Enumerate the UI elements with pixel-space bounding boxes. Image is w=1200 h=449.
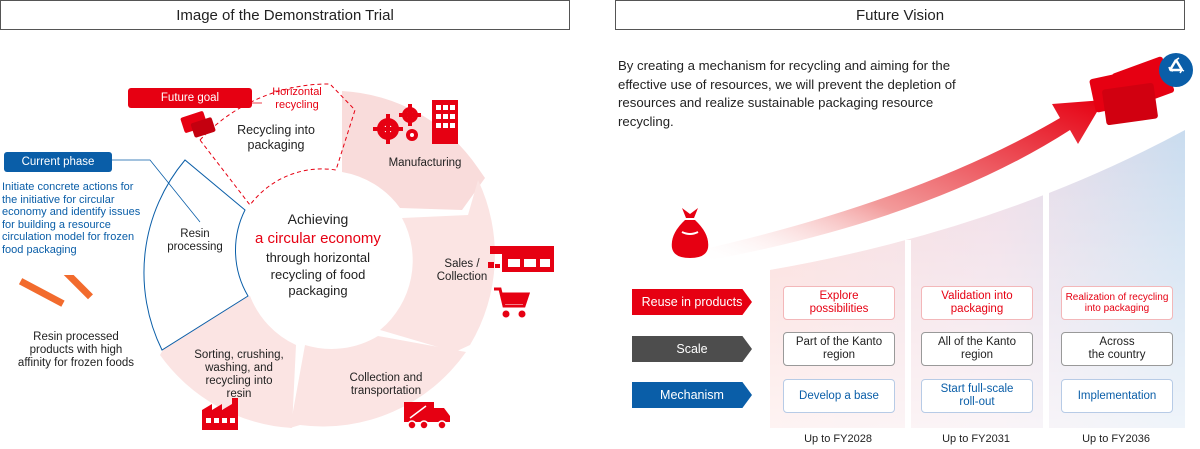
truck-icon: [404, 402, 450, 430]
cell-scale-fy2031: All of the Kanto region: [921, 332, 1033, 366]
ring-segment-resin: [143, 159, 249, 351]
current-phase-connector: [112, 159, 201, 223]
circular-diagram: [112, 83, 495, 428]
cell-mechanism-fy2028: Develop a base: [783, 379, 895, 413]
packaging-icon-large: [1089, 56, 1175, 126]
sorting-label: Sorting, crushing, washing, and recyclin…: [194, 349, 284, 400]
cell-reuse-fy2031: Validation into packaging: [921, 286, 1033, 320]
shop-icon: [488, 246, 554, 272]
cart-icon: [494, 287, 530, 318]
right-panel-header: Future Vision: [615, 0, 1185, 30]
horizontal-recycling-label: Horizontal recycling: [272, 86, 322, 111]
center-line2: a circular economy: [255, 230, 381, 247]
building-icon: [432, 100, 458, 144]
row-scale-tag: Scale: [632, 336, 752, 362]
recycle-icon: [1159, 53, 1193, 87]
gears-icon: [373, 104, 421, 144]
cell-scale-fy2036: Across the country: [1061, 332, 1173, 366]
collection-transportation-label: Collection and transportation: [349, 372, 423, 397]
future-goal-tag: Future goal: [128, 88, 252, 108]
current-phase-text: Initiate concrete actions for the initia…: [2, 181, 141, 256]
resin-products-label: Resin processed products with high affin…: [17, 331, 135, 369]
center-line1: Achieving: [287, 211, 349, 227]
row-reuse-tag: Reuse in products: [632, 289, 752, 315]
manufacturing-label: Manufacturing: [388, 157, 462, 169]
cell-reuse-fy2036: Realization of recycling into packaging: [1061, 286, 1173, 320]
period-fy2036: Up to FY2036: [1082, 433, 1150, 445]
sales-collection-label: Sales / Collection: [436, 258, 488, 283]
row-mechanism-tag: Mechanism: [632, 382, 752, 408]
left-panel-header: Image of the Demonstration Trial: [0, 0, 570, 30]
factory-icon: [202, 398, 238, 430]
row-mechanism-label: Mechanism: [660, 388, 724, 402]
vision-description: By creating a mechanism for recycling an…: [618, 58, 956, 129]
period-fy2031: Up to FY2031: [942, 433, 1010, 445]
row-scale-label: Scale: [676, 342, 708, 356]
current-phase-tag: Current phase: [4, 152, 112, 172]
center-line3: through horizontal recycling of food pac…: [265, 250, 371, 298]
cell-scale-fy2028: Part of the Kanto region: [783, 332, 895, 366]
ring-segment-sales: [380, 180, 495, 352]
arrow-icon: [700, 100, 1104, 262]
ring-segment-manufacturing: [342, 91, 485, 210]
cell-mechanism-fy2036: Implementation: [1061, 379, 1173, 413]
recycling-into-packaging-label: Recycling into packaging: [237, 123, 315, 152]
packaging-icon: [180, 111, 216, 138]
waste-bag-icon: [671, 208, 709, 258]
center-circle: [248, 192, 388, 332]
cell-reuse-fy2028: Explore possibilities: [783, 286, 895, 320]
resin-sticks-icon: [18, 275, 93, 307]
row-reuse-label: Reuse in products: [641, 295, 743, 309]
cell-mechanism-fy2031: Start full-scale roll-out: [921, 379, 1033, 413]
ring-segment-collection: [290, 336, 466, 428]
period-fy2028: Up to FY2028: [804, 433, 872, 445]
resin-processing-label: Resin processing: [167, 228, 223, 253]
